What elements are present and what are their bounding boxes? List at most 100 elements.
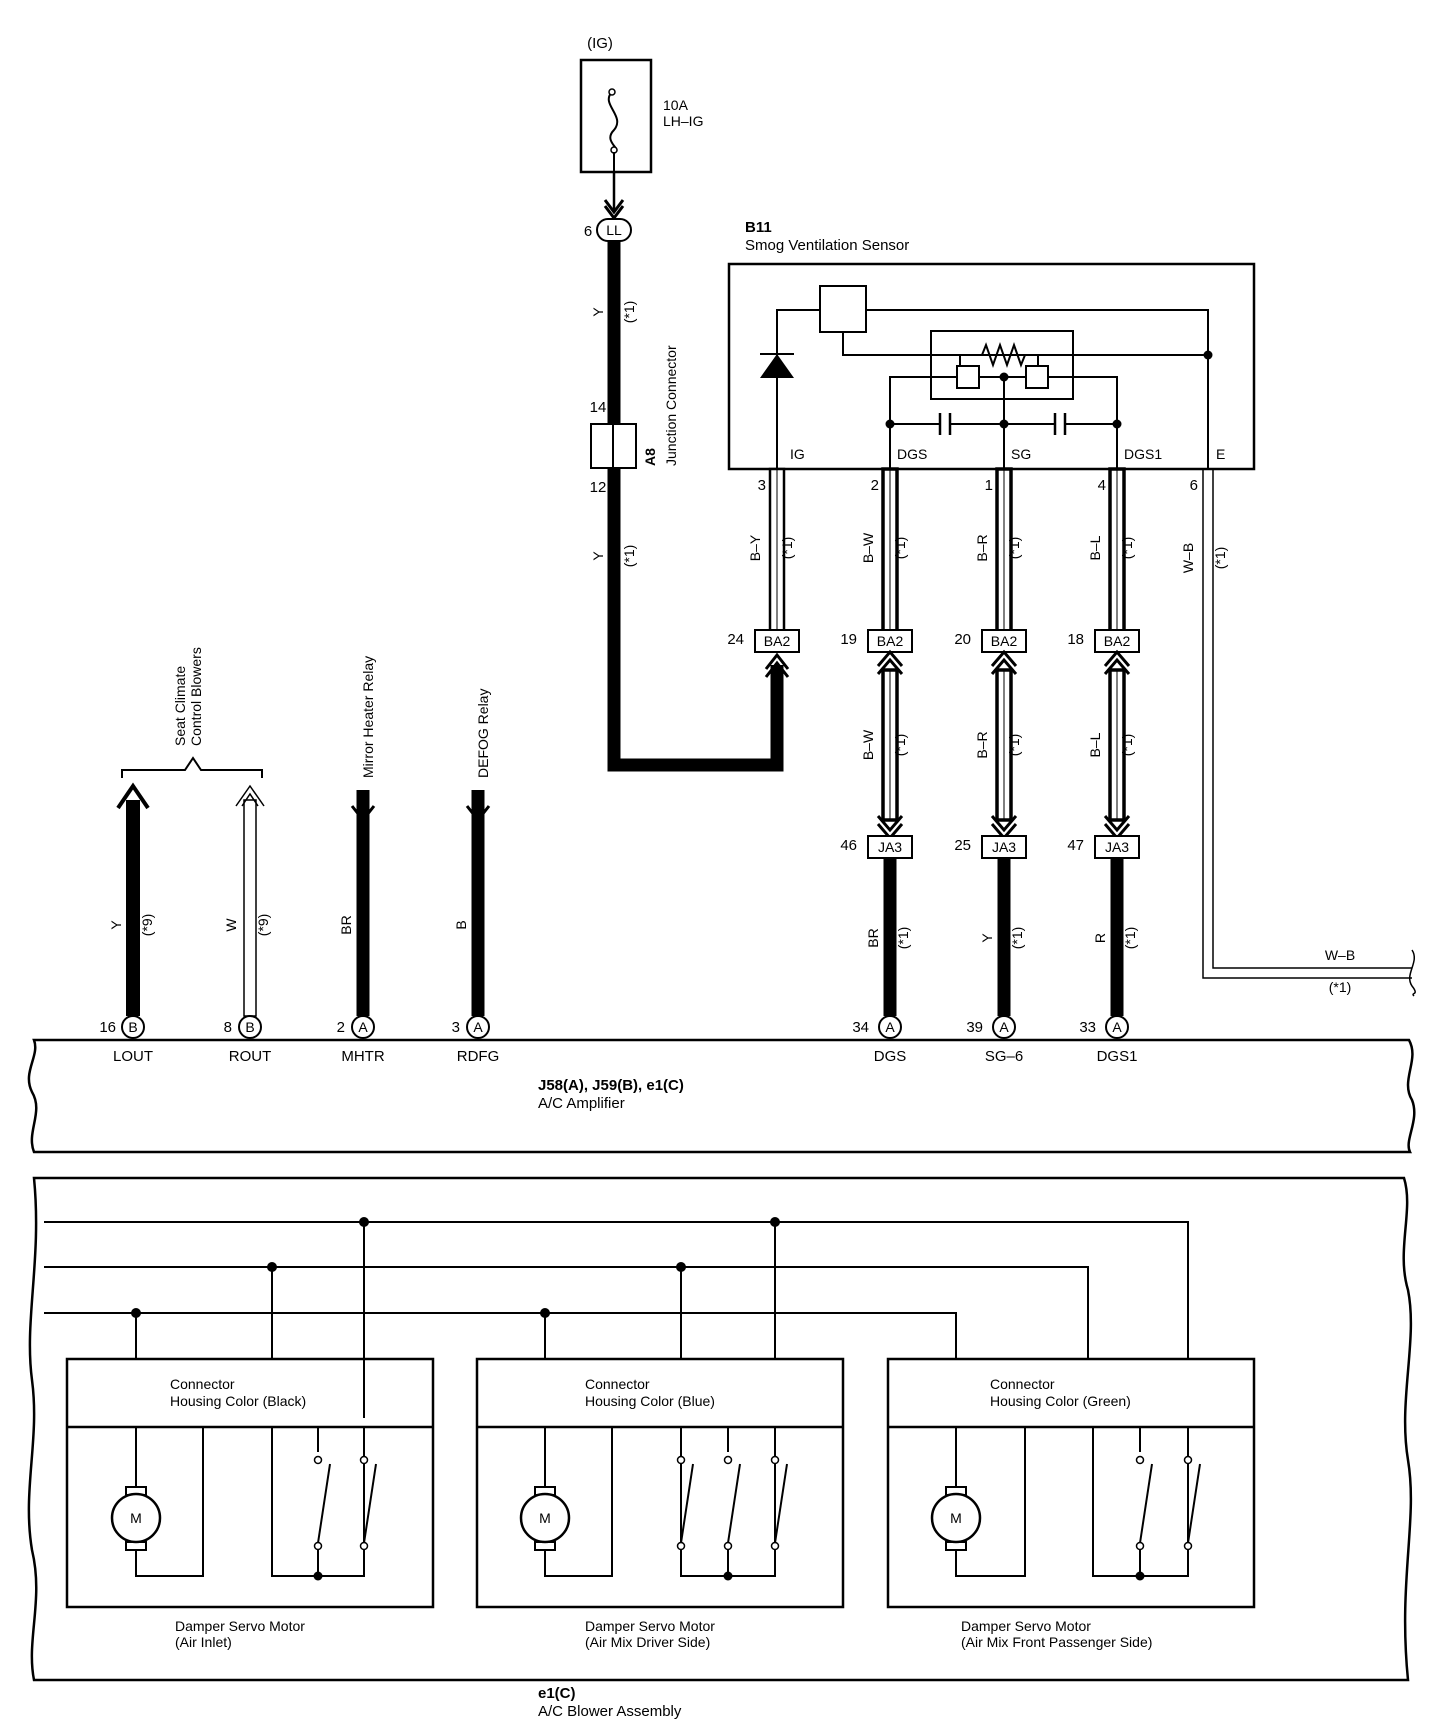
blower-id: e1(C): [538, 1685, 576, 1702]
ll-pin: 6: [584, 223, 592, 240]
svg-text:33: 33: [1079, 1019, 1096, 1036]
svg-text:Y: Y: [979, 933, 995, 943]
damper-servo-motor-air-mix-driver: [475, 1357, 845, 1609]
sensor-box: [727, 262, 1256, 471]
bus-line-3: [44, 1312, 957, 1359]
svg-text:(*1): (*1): [895, 927, 911, 950]
wire-b-l-mid: [1103, 649, 1131, 841]
svg-text:B–L: B–L: [1087, 535, 1103, 560]
svg-text:4: 4: [1098, 477, 1106, 494]
fuse-icon: [607, 91, 619, 153]
svg-text:M: M: [539, 1510, 551, 1526]
svg-text:Damper Servo Motor: Damper Servo Motor: [585, 1618, 715, 1634]
svg-text:(Air Inlet): (Air Inlet): [175, 1634, 232, 1650]
svg-text:Connector: Connector: [990, 1376, 1055, 1392]
svg-text:DGS1: DGS1: [1124, 446, 1162, 462]
svg-text:Y: Y: [108, 920, 124, 930]
diode-icon: [760, 354, 794, 378]
svg-text:(*1): (*1): [621, 545, 637, 568]
svg-text:Damper Servo Motor: Damper Servo Motor: [961, 1618, 1091, 1634]
ac-amplifier-block: [27, 1038, 1416, 1154]
svg-text:SG: SG: [1011, 446, 1031, 462]
arrow-down-icon: [465, 805, 491, 823]
svg-text:B–R: B–R: [974, 534, 990, 561]
svg-text:DGS: DGS: [874, 1048, 907, 1065]
amp-connector-a: [992, 1015, 1016, 1039]
svg-text:B–R: B–R: [974, 731, 990, 758]
svg-text:2: 2: [871, 477, 879, 494]
svg-text:(*1): (*1): [621, 301, 637, 324]
amp-connector-a: [466, 1015, 490, 1039]
svg-text:E: E: [1216, 446, 1225, 462]
svg-text:B–L: B–L: [1087, 732, 1103, 757]
svg-text:18: 18: [1067, 631, 1084, 648]
damper-servo-motor-air-inlet: [65, 1357, 435, 1609]
svg-text:3: 3: [758, 477, 766, 494]
wire-w-rout: [243, 799, 257, 1017]
svg-text:Housing Color (Black): Housing Color (Black): [170, 1393, 306, 1409]
svg-text:LOUT: LOUT: [113, 1048, 153, 1065]
fuse-source-label: (IG): [587, 35, 613, 52]
svg-text:B: B: [128, 1019, 137, 1035]
svg-text:DGS1: DGS1: [1097, 1048, 1138, 1065]
svg-text:Damper Servo Motor: Damper Servo Motor: [175, 1618, 305, 1634]
svg-text:6: 6: [1190, 477, 1198, 494]
svg-text:(*1): (*1): [779, 537, 795, 560]
svg-text:B–W: B–W: [860, 532, 876, 563]
svg-text:39: 39: [966, 1019, 983, 1036]
arrow-up-icon: [235, 784, 265, 807]
svg-text:(*1): (*1): [1009, 927, 1025, 950]
amplifier-name: A/C Amplifier: [538, 1095, 625, 1112]
blower-assembly-block: [27, 1176, 1413, 1682]
svg-text:M: M: [130, 1510, 142, 1526]
defog-relay-label: DEFOG Relay: [475, 689, 491, 778]
svg-text:BA2: BA2: [877, 633, 904, 649]
svg-text:Connector: Connector: [585, 1376, 650, 1392]
arrow-up-icon: [764, 652, 790, 678]
svg-text:R: R: [1092, 933, 1108, 943]
svg-text:B–Y: B–Y: [747, 534, 763, 561]
svg-text:46: 46: [840, 837, 857, 854]
damper-servo-motor-air-mix-passenger: [886, 1357, 1256, 1609]
svg-text:1: 1: [985, 477, 993, 494]
arrow-down-icon: [350, 805, 376, 823]
amp-connector-b: [238, 1015, 262, 1039]
mirror-heater-relay-label: Mirror Heater Relay: [360, 656, 376, 778]
ba2-connector: [754, 629, 800, 653]
fuse-name: LH–IG: [663, 113, 703, 129]
amplifier-ids: J58(A), J59(B), e1(C): [538, 1077, 684, 1094]
svg-text:Connector: Connector: [170, 1376, 235, 1392]
svg-text:(*1): (*1): [1006, 537, 1022, 560]
svg-text:(*9): (*9): [139, 914, 155, 937]
svg-text:25: 25: [954, 837, 971, 854]
svg-text:(*1): (*1): [892, 734, 908, 757]
svg-text:A: A: [473, 1019, 483, 1035]
svg-text:19: 19: [840, 631, 857, 648]
svg-text:(Air Mix Front Passenger Side): (Air Mix Front Passenger Side): [961, 1634, 1152, 1650]
sensor-id: B11: [745, 219, 772, 236]
arrow-up-icon: [116, 782, 150, 810]
svg-text:W: W: [223, 918, 239, 932]
svg-text:8: 8: [224, 1019, 232, 1036]
svg-text:Y: Y: [590, 307, 606, 317]
svg-text:BA2: BA2: [1104, 633, 1131, 649]
svg-text:47: 47: [1067, 837, 1084, 854]
svg-text:B–W: B–W: [860, 729, 876, 760]
bus-line-2: [44, 1266, 1089, 1359]
bus-line-1: [44, 1221, 1189, 1359]
amp-connector-a: [1105, 1015, 1129, 1039]
svg-text:W–B: W–B: [1325, 947, 1355, 963]
svg-text:24: 24: [727, 631, 744, 648]
svg-text:ROUT: ROUT: [229, 1048, 272, 1065]
svg-text:20: 20: [954, 631, 971, 648]
svg-text:2: 2: [337, 1019, 345, 1036]
svg-text:(*1): (*1): [1006, 734, 1022, 757]
fuse-rating: 10A: [663, 97, 689, 113]
svg-text:3: 3: [452, 1019, 460, 1036]
svg-text:Control Blowers: Control Blowers: [188, 647, 204, 746]
amp-connector-a: [351, 1015, 375, 1039]
amp-connector-b: [121, 1015, 145, 1039]
svg-text:JA3: JA3: [992, 839, 1016, 855]
svg-text:16: 16: [99, 1019, 116, 1036]
